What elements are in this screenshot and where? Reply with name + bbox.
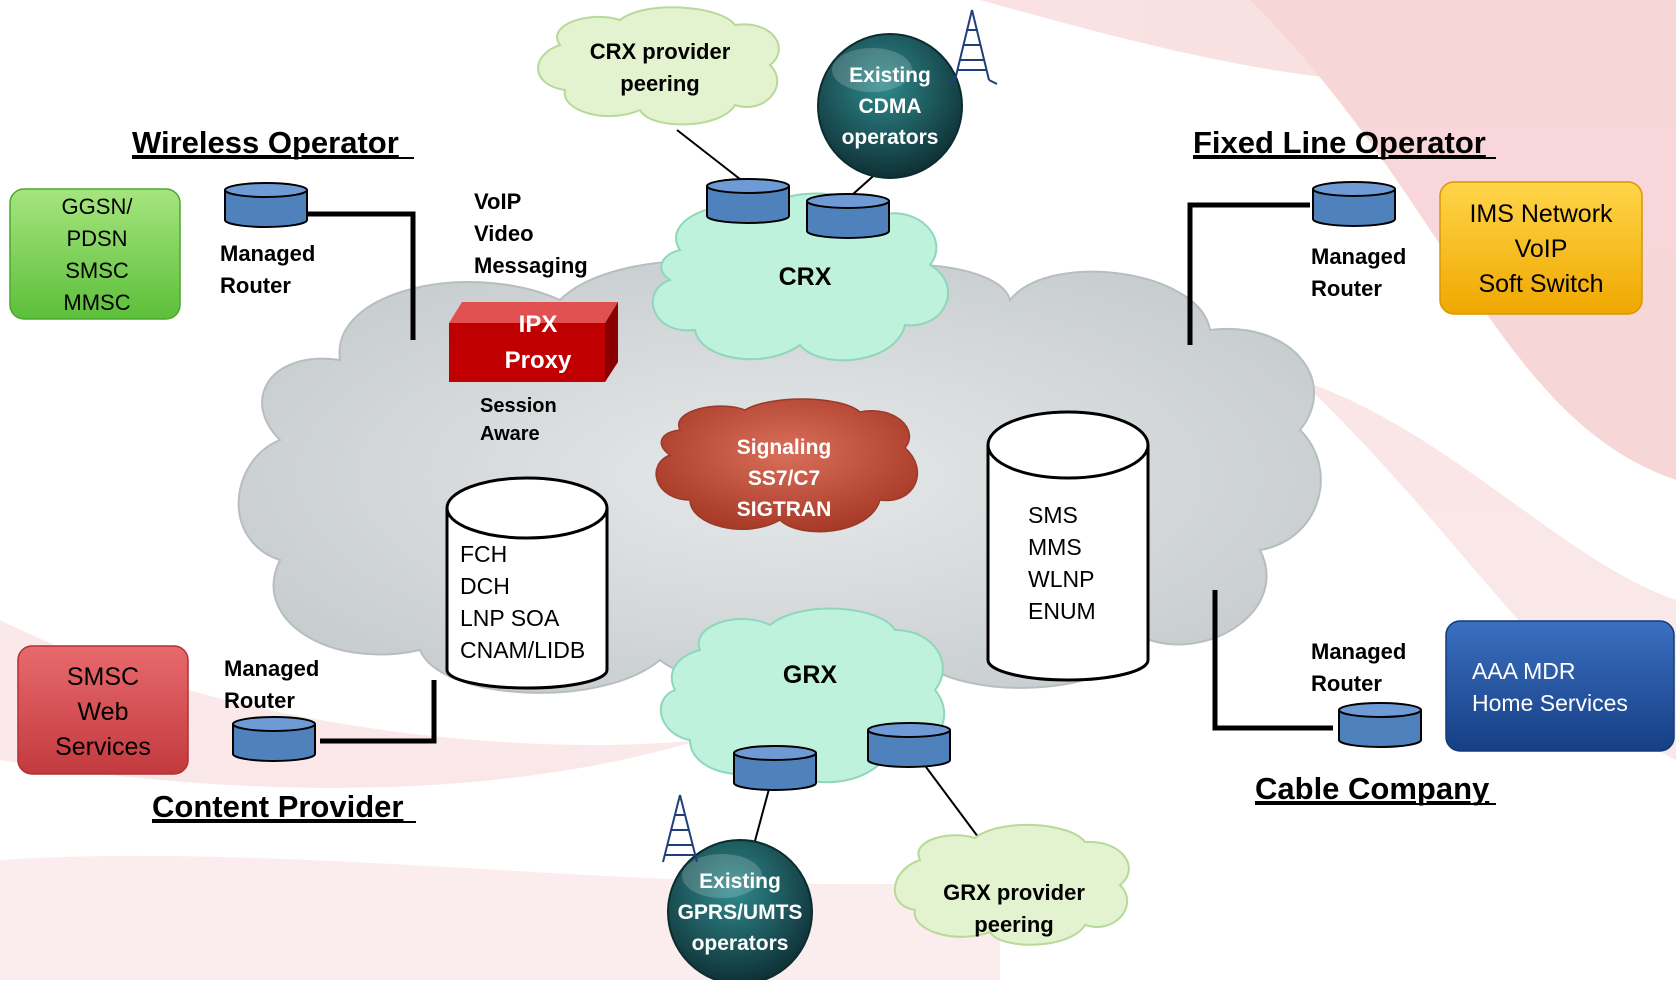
- db-right-item-2: MMS: [1028, 534, 1082, 560]
- content-router-label-1: Managed: [224, 656, 319, 681]
- crx-router-right-icon: [806, 193, 890, 239]
- ipx-label: IPX: [519, 311, 558, 338]
- fixed-router-label-1: Managed: [1311, 244, 1406, 269]
- ims-box-line-2: VoIP: [1515, 235, 1568, 263]
- db-left-item-1: FCH: [460, 541, 507, 567]
- antenna-tower-icon: [946, 9, 998, 85]
- grx-router-right-icon: [867, 722, 951, 768]
- db-right-item-1: SMS: [1028, 502, 1078, 528]
- ims-box-line-1: IMS Network: [1469, 200, 1613, 228]
- db-left-item-3: LNP SOA: [460, 605, 560, 631]
- gprs-line-3: operators: [692, 932, 789, 955]
- cdma-line-2: CDMA: [859, 95, 922, 118]
- aaa-box-line-2: Home Services: [1472, 690, 1628, 716]
- wireless-box-line-1: GGSN/: [62, 194, 134, 219]
- signaling-line-2: SS7/C7: [748, 467, 820, 490]
- smsc-box-line-2: Web: [78, 698, 129, 726]
- ims-box-line-3: Soft Switch: [1478, 270, 1603, 298]
- cdma-operators-globe: Existing CDMA operators: [817, 33, 963, 179]
- ipx-proxy-box: IPX Proxy: [449, 302, 618, 382]
- content-router-label-2: Router: [224, 688, 295, 713]
- grx-peering-line-1: GRX provider: [943, 880, 1085, 905]
- heading-fixed-line-operator: Fixed Line Operator: [1193, 125, 1486, 160]
- grx-peering-line-2: peering: [974, 912, 1053, 937]
- service-voip: VoIP: [474, 189, 521, 214]
- crx-peering-line-2: peering: [620, 71, 699, 96]
- wireless-router-label-2: Router: [220, 273, 291, 298]
- signaling-line-3: SIGTRAN: [737, 498, 832, 521]
- cdma-line-1: Existing: [849, 64, 931, 87]
- wireless-operator-box: GGSN/ PDSN SMSC MMSC: [9, 188, 181, 320]
- antenna-tower-icon: [662, 794, 698, 863]
- cable-router-label-2: Router: [1311, 671, 1382, 696]
- content-router-icon: [232, 716, 316, 762]
- smsc-box-line-1: SMSC: [67, 663, 139, 691]
- wireless-box-line-4: MMSC: [63, 290, 130, 315]
- database-left: [445, 476, 609, 690]
- wireless-box-line-3: SMSC: [65, 258, 129, 283]
- session-label: Session: [480, 395, 557, 417]
- heading-wireless-operator: Wireless Operator: [132, 125, 399, 160]
- signaling-line-1: Signaling: [737, 436, 832, 459]
- service-messaging: Messaging: [474, 253, 588, 278]
- fixed-router-icon: [1312, 181, 1396, 227]
- wireless-router-icon: [224, 182, 308, 228]
- signaling-cloud: Signaling SS7/C7 SIGTRAN: [655, 398, 919, 533]
- db-right-item-4: ENUM: [1028, 598, 1096, 624]
- heading-content-provider: Content Provider: [152, 789, 403, 824]
- grx-label: GRX: [783, 661, 838, 689]
- crx-peering-line-1: CRX provider: [590, 39, 731, 64]
- grx-peering-cloud: GRX provider peering: [894, 823, 1130, 946]
- db-left-item-2: DCH: [460, 573, 510, 599]
- grx-router-left-icon: [733, 745, 817, 791]
- crx-router-left-icon: [706, 178, 790, 224]
- wireless-router-label-1: Managed: [220, 241, 315, 266]
- aaa-home-services-box: AAA MDR Home Services: [1445, 620, 1675, 752]
- database-right: [986, 410, 1150, 682]
- heading-cable-company: Cable Company: [1255, 771, 1490, 806]
- smsc-box-line-3: Services: [55, 733, 151, 761]
- cable-router-icon: [1338, 702, 1422, 748]
- db-right-item-3: WLNP: [1028, 566, 1094, 592]
- gprs-line-2: GPRS/UMTS: [678, 901, 803, 924]
- wireless-box-line-2: PDSN: [66, 226, 127, 251]
- db-left-item-4: CNAM/LIDB: [460, 637, 585, 663]
- fixed-router-label-2: Router: [1311, 276, 1382, 301]
- aware-label: Aware: [480, 423, 540, 445]
- cdma-line-3: operators: [842, 126, 939, 149]
- router-cylinders: [224, 178, 1422, 791]
- service-video: Video: [474, 221, 534, 246]
- gprs-operators-globe: Existing GPRS/UMTS operators: [667, 839, 813, 985]
- crx-label: CRX: [779, 263, 832, 291]
- cable-router-label-1: Managed: [1311, 639, 1406, 664]
- ims-network-box: IMS Network VoIP Soft Switch: [1439, 181, 1643, 315]
- proxy-label: Proxy: [505, 347, 572, 374]
- smsc-web-services-box: SMSC Web Services: [17, 645, 189, 775]
- gprs-line-1: Existing: [699, 870, 781, 893]
- aaa-box-line-1: AAA MDR: [1472, 658, 1576, 684]
- crx-peering-cloud: CRX provider peering: [537, 6, 780, 126]
